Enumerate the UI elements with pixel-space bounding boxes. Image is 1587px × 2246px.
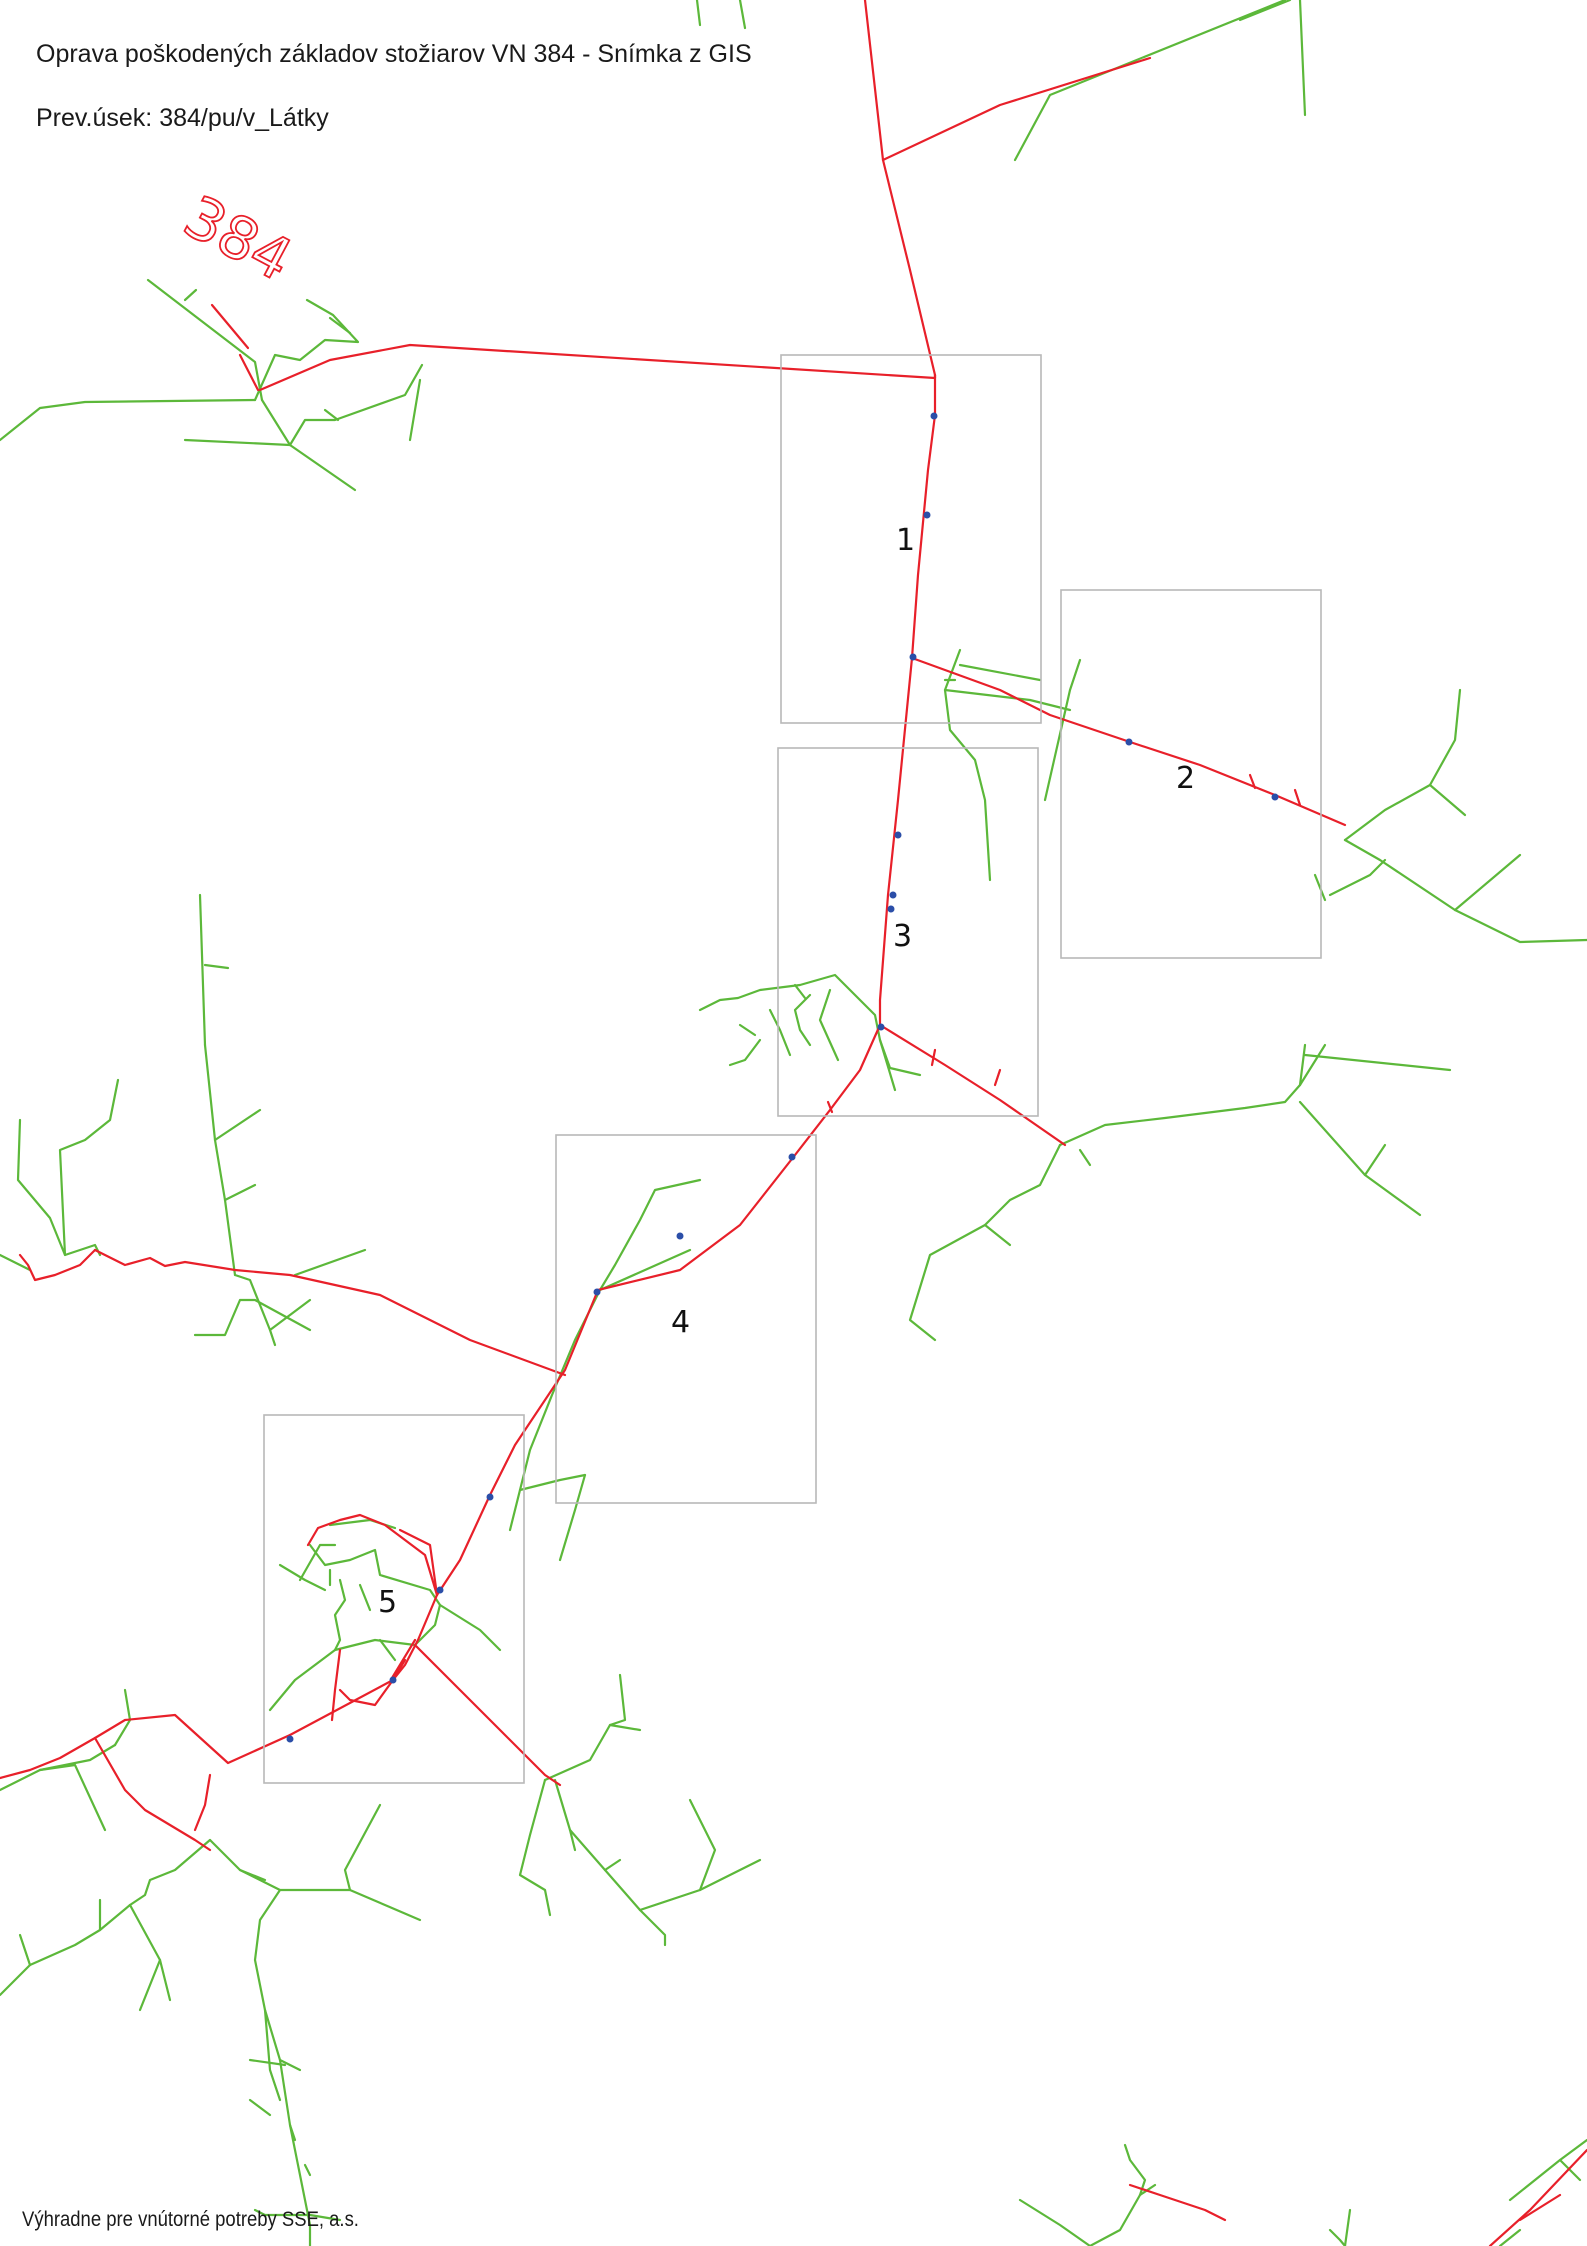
segment-frame-2[interactable] — [1060, 589, 1322, 959]
pole-marker — [1125, 738, 1133, 746]
segment-frame-5[interactable] — [263, 1414, 525, 1784]
pole-markers — [286, 412, 1279, 1743]
pole-marker — [1271, 793, 1279, 801]
pole-marker — [877, 1023, 885, 1031]
segment-label-4: 4 — [671, 1305, 690, 1340]
segment-label-2: 2 — [1176, 761, 1195, 796]
segment-label-5: 5 — [378, 1585, 397, 1620]
footer-note: Výhradne pre vnútorné potreby SSE, a.s. — [22, 2208, 359, 2231]
pole-marker — [286, 1735, 294, 1743]
page-subtitle: Prev.úsek: 384/pu/v_Látky — [36, 104, 329, 132]
pole-marker — [676, 1232, 684, 1240]
pole-marker — [593, 1288, 601, 1296]
pole-marker — [788, 1153, 796, 1161]
segment-label-1: 1 — [896, 523, 915, 558]
segment-frame-1[interactable] — [780, 354, 1042, 724]
segment-frame-3[interactable] — [777, 747, 1039, 1117]
pole-marker — [436, 1586, 444, 1594]
pole-marker — [930, 412, 938, 420]
segment-frames — [263, 354, 1322, 1784]
pole-marker — [923, 511, 931, 519]
pole-marker — [887, 905, 895, 913]
line-number-label: 384 — [173, 182, 303, 294]
page-title: Oprava poškodených základov stožiarov VN… — [36, 40, 752, 68]
pole-marker — [909, 653, 917, 661]
pole-marker — [389, 1676, 397, 1684]
pole-marker — [894, 831, 902, 839]
segment-label-3: 3 — [893, 919, 912, 954]
segment-frame-4[interactable] — [555, 1134, 817, 1504]
pole-marker — [889, 891, 897, 899]
pole-marker — [486, 1493, 494, 1501]
